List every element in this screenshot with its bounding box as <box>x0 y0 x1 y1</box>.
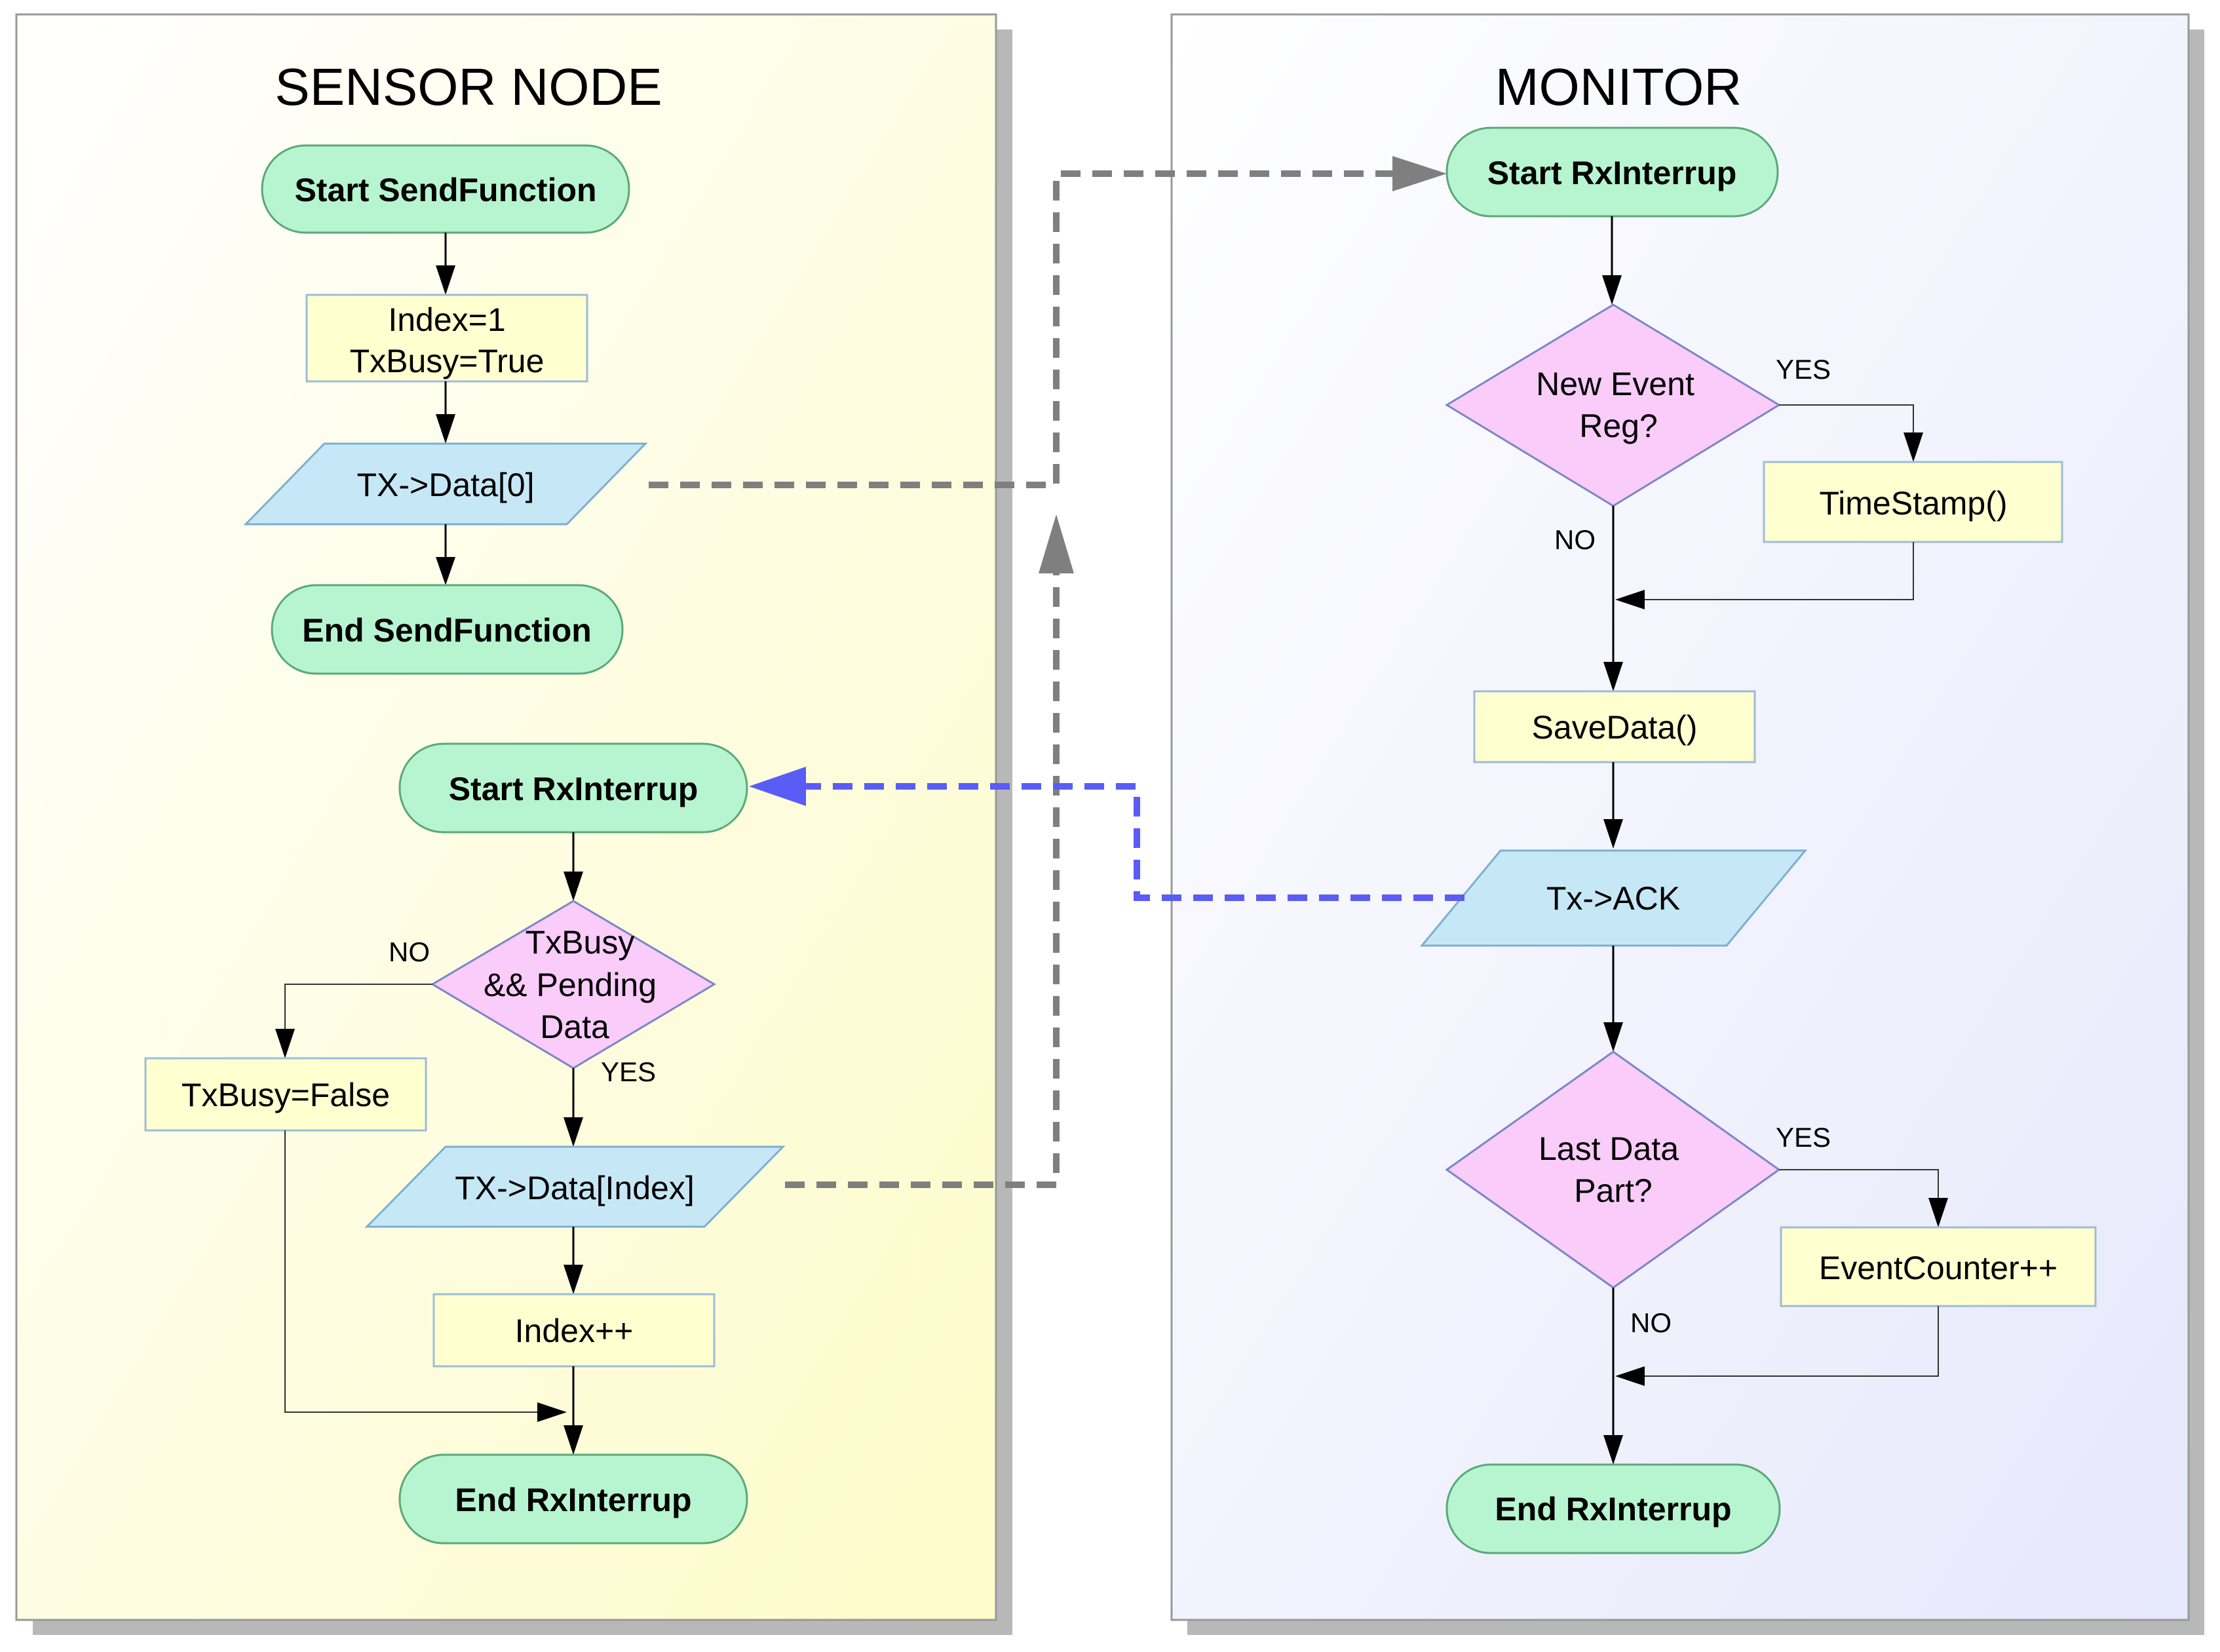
arrowhead <box>537 1402 567 1422</box>
data-link-txindex-up <box>785 573 1060 1188</box>
ack-link-arrowhead <box>749 767 806 806</box>
savedata-label: SaveData() <box>1532 709 1698 746</box>
monitor-end-rxinterrup-label: End RxInterrup <box>1495 1491 1731 1527</box>
monitor-end-rxinterrup-node <box>1445 1463 1781 1554</box>
tx-data0-node <box>243 442 648 526</box>
data-link-up-arrowhead <box>1039 514 1074 573</box>
no-branch-return-edge <box>284 1130 537 1413</box>
txbusy-false-node <box>144 1057 427 1132</box>
end-sendfunction-node <box>271 584 624 675</box>
arrowhead <box>1602 275 1622 305</box>
new-event-line-1: New Event <box>1536 366 1694 402</box>
arrowhead <box>1928 1198 1948 1227</box>
arrowhead <box>564 1265 583 1294</box>
arrowhead <box>564 1117 583 1147</box>
init-index-node <box>305 294 588 383</box>
arrowhead <box>1615 1366 1645 1386</box>
new-event-yes-label: YES <box>1776 354 1831 385</box>
monitor-panel <box>1170 13 2190 1621</box>
sensor-end-rxinterrup-node <box>398 1453 748 1545</box>
tx-ack-label: Tx->ACK <box>1546 880 1680 917</box>
end-sendfunction-label: End SendFunction <box>302 612 592 649</box>
arrowhead <box>436 414 455 444</box>
tx-data0-label: TX->Data[0] <box>357 467 535 503</box>
arrowhead <box>1603 1435 1623 1465</box>
timestamp-node <box>1763 461 2063 543</box>
monitor-title: MONITOR <box>1495 58 1742 116</box>
init-index-label: Index=1 <box>388 301 505 338</box>
eventcounter-return-edge <box>1645 1306 1939 1377</box>
decision-line-1: TxBusy <box>526 924 635 961</box>
no-branch-edge <box>284 984 432 1029</box>
last-data-yes-label: YES <box>1776 1122 1831 1153</box>
tx-data-index-label: TX->Data[Index] <box>455 1170 694 1206</box>
arrowhead <box>1603 662 1623 691</box>
sensor-end-rxinterrup-label: End RxInterrup <box>455 1482 691 1518</box>
sensor-start-rxinterrup-label: Start RxInterrup <box>449 771 699 807</box>
tx-ack-node <box>1419 849 1808 947</box>
arrowhead <box>436 557 455 585</box>
data-link-arrowhead <box>1392 156 1447 191</box>
decision-yes-label: YES <box>601 1056 656 1087</box>
arrowhead <box>564 872 583 901</box>
init-txbusy-label: TxBusy=True <box>350 343 545 379</box>
last-data-line-2: Part? <box>1574 1172 1653 1209</box>
arrowhead <box>564 1425 583 1455</box>
last-data-no-label: NO <box>1630 1307 1672 1338</box>
yes-branch-edge <box>1779 404 1914 432</box>
monitor-start-rxinterrup-label: Start RxInterrup <box>1487 155 1737 191</box>
new-event-line-2: Reg? <box>1579 408 1658 444</box>
decision-line-3: Data <box>540 1008 609 1045</box>
new-event-no-label: NO <box>1554 524 1596 555</box>
arrowhead <box>1603 819 1623 849</box>
arrowhead <box>1904 432 1923 462</box>
decision-line-2: && Pending <box>484 967 657 1003</box>
index-increment-node <box>432 1293 716 1368</box>
savedata-node <box>1473 690 1756 763</box>
ack-link-to-sensor <box>803 783 1464 901</box>
sensor-node-title: SENSOR NODE <box>275 58 662 116</box>
timestamp-label: TimeStamp() <box>1819 485 2007 522</box>
arrowhead <box>1603 1022 1623 1052</box>
arrowhead <box>1615 590 1645 609</box>
eventcounter-label: EventCounter++ <box>1819 1250 2057 1286</box>
data-link-tx0-to-monitor <box>649 170 1392 488</box>
last-data-line-1: Last Data <box>1539 1130 1679 1167</box>
tx-data-index-node <box>364 1145 786 1228</box>
timestamp-return-edge <box>1645 542 1914 600</box>
yes-branch-edge <box>1779 1169 1939 1198</box>
start-sendfunction-label: Start SendFunction <box>294 172 596 208</box>
arrowhead <box>436 265 455 295</box>
arrowhead <box>275 1029 295 1058</box>
txbusy-false-label: TxBusy=False <box>182 1077 390 1113</box>
index-increment-label: Index++ <box>515 1313 634 1349</box>
eventcounter-node <box>1780 1226 2097 1307</box>
decision-no-label: NO <box>389 936 430 967</box>
